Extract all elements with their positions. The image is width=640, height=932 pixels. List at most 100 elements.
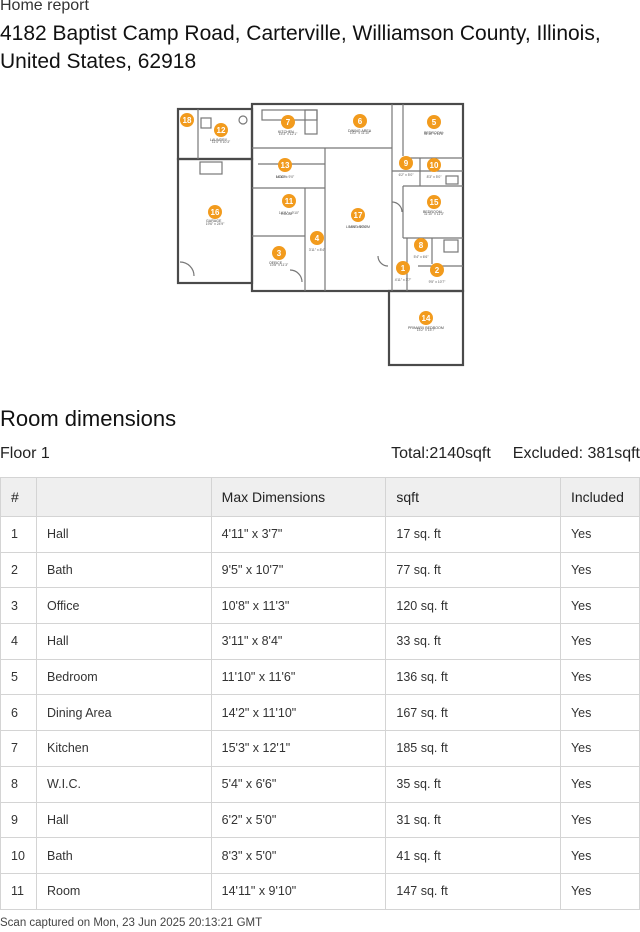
cell-number: 2 [0,551,37,589]
cell-sqft: 77 sq. ft [385,551,561,589]
room-dims-label: 19'6" x 24'9" [206,222,225,226]
room-dims-label: 14'11" x 9'0" [276,175,295,179]
cell-room: Room [35,872,212,910]
room-dims-label: 15'2" x 15'7" [417,328,436,332]
cell-included: Yes [559,837,640,874]
svg-text:18: 18 [183,116,192,125]
room-dims-label: 11'10" x 11'3" [424,212,445,216]
cell-included: Yes [559,551,640,589]
cell-room: Hall [35,516,212,553]
room-dims-label: 14'2" x 11'10" [350,131,371,135]
room-number-badge-6: 6 14'2" x 11'10" [350,114,371,135]
cell-number: 4 [0,623,37,660]
table-row: 2 Bath 9'5" x 10'7" 77 sq. ft Yes [0,551,640,589]
cell-sqft: 33 sq. ft [385,623,561,660]
svg-text:BEDROOM: BEDROOM [423,210,442,214]
svg-text:BEDROOM: BEDROOM [424,131,443,135]
cell-dimensions: 11'10" x 11'6" [210,658,387,696]
room-dims-label: 10'8" x 11'3" [270,263,289,267]
svg-text:1: 1 [401,264,406,273]
room-dims-label: 11'10" x 11'6" [424,132,445,136]
svg-text:3: 3 [277,249,282,258]
cell-room: Bedroom [35,658,212,696]
svg-text:14: 14 [422,314,431,323]
svg-text:6: 6 [358,117,363,126]
room-number-badge-9: 9 6'2" x 5'0" [399,156,415,177]
cell-included: Yes [559,658,640,696]
svg-text:7: 7 [286,118,291,127]
svg-text:9: 9 [404,159,409,168]
cell-number: 6 [0,694,37,732]
header-room [35,477,212,517]
svg-text:4: 4 [315,234,320,243]
cell-room: Dining Area [35,694,212,732]
table-row: 5 Bedroom 11'10" x 11'6" 136 sq. ft Yes [0,658,640,696]
svg-text:DINING AREA: DINING AREA [348,129,372,133]
cell-dimensions: 4'11" x 3'7" [210,516,387,553]
report-label: Home report [0,0,89,14]
cell-dimensions: 8'3" x 5'0" [210,837,387,874]
total-label: Total: [391,445,430,462]
cell-sqft: 147 sq. ft [385,872,561,910]
svg-text:2: 2 [435,266,440,275]
cell-number: 1 [0,516,37,553]
cell-included: Yes [559,587,640,625]
svg-text:12: 12 [217,126,226,135]
cell-dimensions: 5'4" x 6'6" [210,765,387,803]
table-row: 9 Hall 6'2" x 5'0" 31 sq. ft Yes [0,801,640,839]
header-included: Included [559,477,640,517]
cell-room: Bath [35,551,212,589]
svg-text:LAUNDRY: LAUNDRY [210,138,228,142]
cell-sqft: 41 sq. ft [385,837,561,874]
cell-sqft: 31 sq. ft [385,801,561,839]
cell-dimensions: 9'5" x 10'7" [210,551,387,589]
room-number-badge-1: 1 4'11" x 3'7" [395,261,412,282]
total-value: 2140sqft [429,445,491,462]
cell-number: 11 [0,872,37,910]
cell-room: Office [35,587,212,625]
cell-sqft: 17 sq. ft [385,516,561,553]
cell-sqft: 136 sq. ft [385,658,561,696]
excluded-label: Excluded: [512,445,584,462]
room-number-badge-4: 4 3'11" x 8'4" [309,231,326,252]
cell-number: 10 [0,837,37,874]
floor-label: Floor 1 [0,445,50,462]
room-dims-label: 6'2" x 5'0" [399,173,415,177]
room-dims-label: 8'3" x 5'0" [427,175,443,179]
cell-dimensions: 15'3" x 12'1" [210,730,387,767]
svg-text:PRIMARY BEDROOM: PRIMARY BEDROOM [408,326,444,330]
room-number-badge-10: 108'3" x 5'0" [427,158,443,179]
table-row: 4 Hall 3'11" x 8'4" 33 sq. ft Yes [0,623,640,660]
room-dims-label: 9'5" x 10'7" [429,280,447,284]
table-row: 10 Bath 8'3" x 5'0" 41 sq. ft Yes [0,837,640,874]
header-max-dimensions: Max Dimensions [210,477,387,517]
cell-dimensions: 3'11" x 8'4" [210,623,387,660]
room-dims-label: 14'11" x 9'10" [279,211,300,215]
cell-number: 5 [0,658,37,696]
property-address: 4182 Baptist Camp Road, Carterville, Wil… [0,20,640,76]
cell-number: 8 [0,765,37,803]
room-number-badge-14: 14 15'2" x 15'7" [417,311,436,332]
svg-text:8: 8 [419,241,424,250]
room-dims-label: 4'11" x 3'7" [395,278,412,282]
svg-text:LIVING ROOM: LIVING ROOM [346,225,370,229]
table-row: 6 Dining Area 14'2" x 11'10" 167 sq. ft … [0,694,640,732]
svg-text:GARAGE: GARAGE [206,219,222,223]
header-sqft: sqft [385,477,561,517]
cell-room: Hall [35,623,212,660]
room-dimensions-table: # Max Dimensions sqft Included 1 Hall 4'… [0,477,640,910]
svg-text:NOOK: NOOK [276,175,287,179]
cell-room: Bath [35,837,212,874]
cell-included: Yes [559,872,640,910]
cell-included: Yes [559,765,640,803]
room-number-badge-2: 2 9'5" x 10'7" [429,263,447,284]
room-dims-label: 15'3" x 12'1" [279,132,298,136]
cell-sqft: 167 sq. ft [385,694,561,732]
address-line-1: 4182 Baptist Camp Road, Carterville, Wil… [0,22,601,45]
cell-room: Kitchen [35,730,212,767]
floor-plan: KITCHEN DINING AREA BEDROOM LAUNDRY NOOK… [176,102,465,367]
room-dims-label: 3'11" x 8'4" [309,248,326,252]
